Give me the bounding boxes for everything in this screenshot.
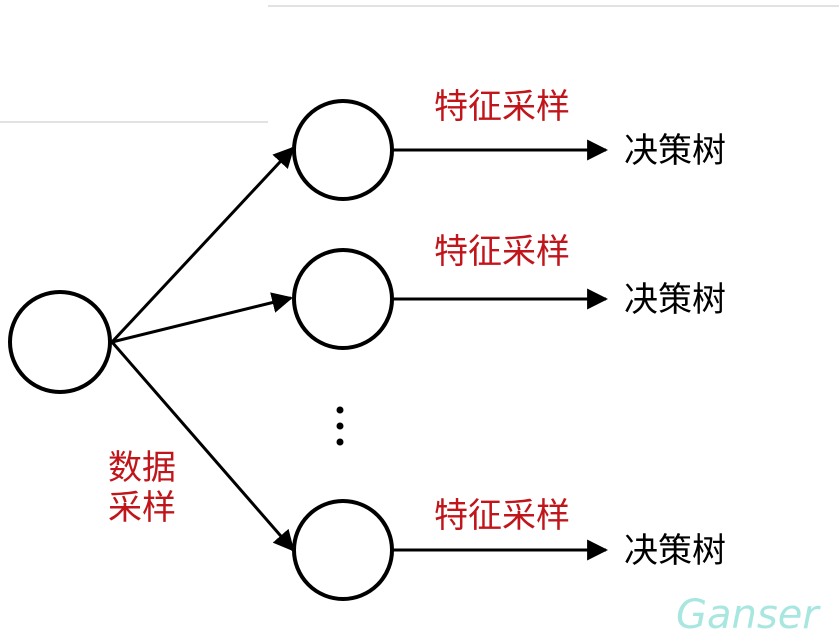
edge-root-to-branch-1 <box>110 146 295 344</box>
decision-tree-label-2: 决策树 <box>624 280 726 320</box>
ellipsis-dot-3 <box>336 438 344 446</box>
data-sampling-label-line2: 采样 <box>108 488 176 528</box>
branch-node-1 <box>292 99 394 201</box>
decision-tree-label-1: 决策树 <box>624 131 726 171</box>
ellipsis-dot-1 <box>336 406 344 414</box>
feature-sampling-label-1: 特征采样 <box>434 87 570 127</box>
data-sampling-label-line1: 数据 <box>108 448 176 488</box>
watermark-text: Ganser <box>676 592 821 638</box>
edge-root-to-branch-3 <box>110 341 295 552</box>
branch-node-3 <box>292 499 394 601</box>
feature-sampling-label-2: 特征采样 <box>434 232 570 272</box>
feature-sampling-label-3: 特征采样 <box>434 496 570 536</box>
branch-node-2 <box>292 248 394 350</box>
edge-root-to-branch-2 <box>111 292 294 344</box>
ellipsis-dot-2 <box>336 422 344 430</box>
root-node <box>8 290 112 394</box>
decision-tree-label-3: 决策树 <box>624 531 726 571</box>
